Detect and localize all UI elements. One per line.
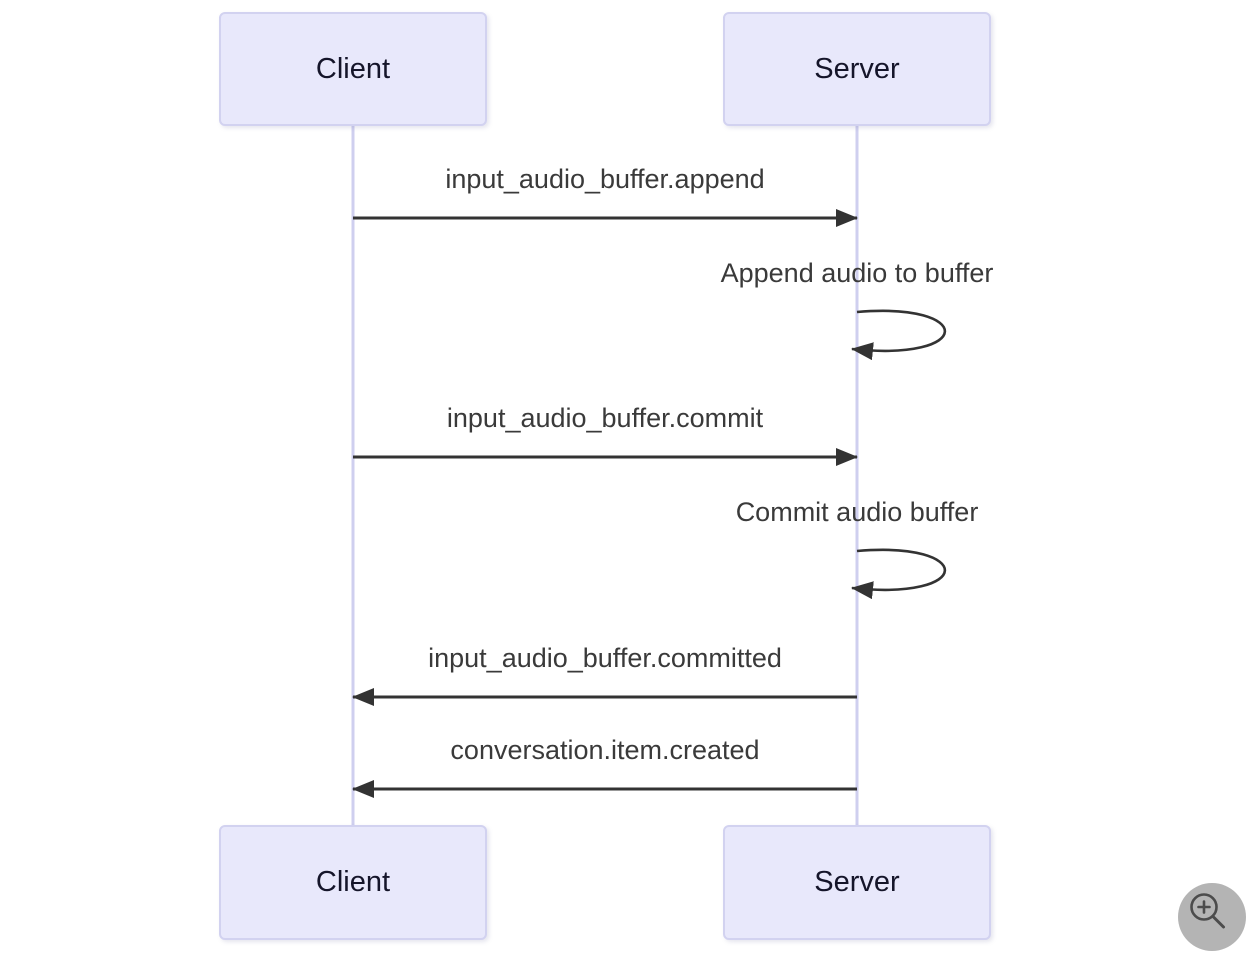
self-loop-append-audio [851, 309, 947, 361]
actor-server-bottom: Server [723, 825, 991, 940]
message-label-append: input_audio_buffer.append [445, 164, 765, 194]
actor-client-top: Client [219, 12, 487, 126]
actor-server-top: Server [723, 12, 991, 126]
self-message-label-append-audio: Append audio to buffer [720, 258, 994, 288]
message-label-committed: input_audio_buffer.committed [428, 643, 782, 673]
magnifier-plus-icon [1190, 893, 1225, 929]
actor-client-bottom-label: Client [315, 866, 391, 898]
actor-server-bottom-label: Server [814, 866, 900, 898]
message-label-item-created: conversation.item.created [450, 735, 760, 765]
actor-server-top-label: Server [814, 52, 900, 85]
actor-client-top-label: Client [315, 52, 391, 85]
zoom-in-button[interactable] [1178, 883, 1246, 951]
actor-client-bottom: Client [219, 825, 487, 940]
self-message-label-commit-audio: Commit audio buffer [735, 497, 979, 527]
message-label-commit: input_audio_buffer.commit [446, 403, 764, 433]
self-loop-commit-audio [851, 548, 947, 600]
